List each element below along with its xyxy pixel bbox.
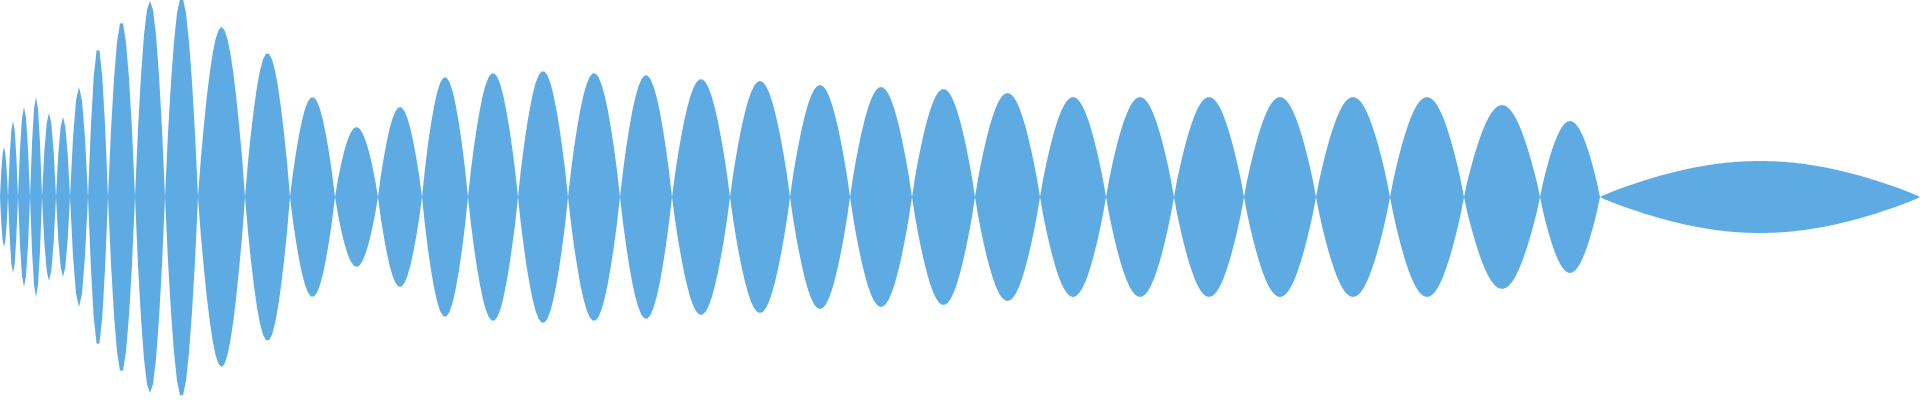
waveform-shape [0,0,1920,396]
audio-waveform [0,0,1920,396]
